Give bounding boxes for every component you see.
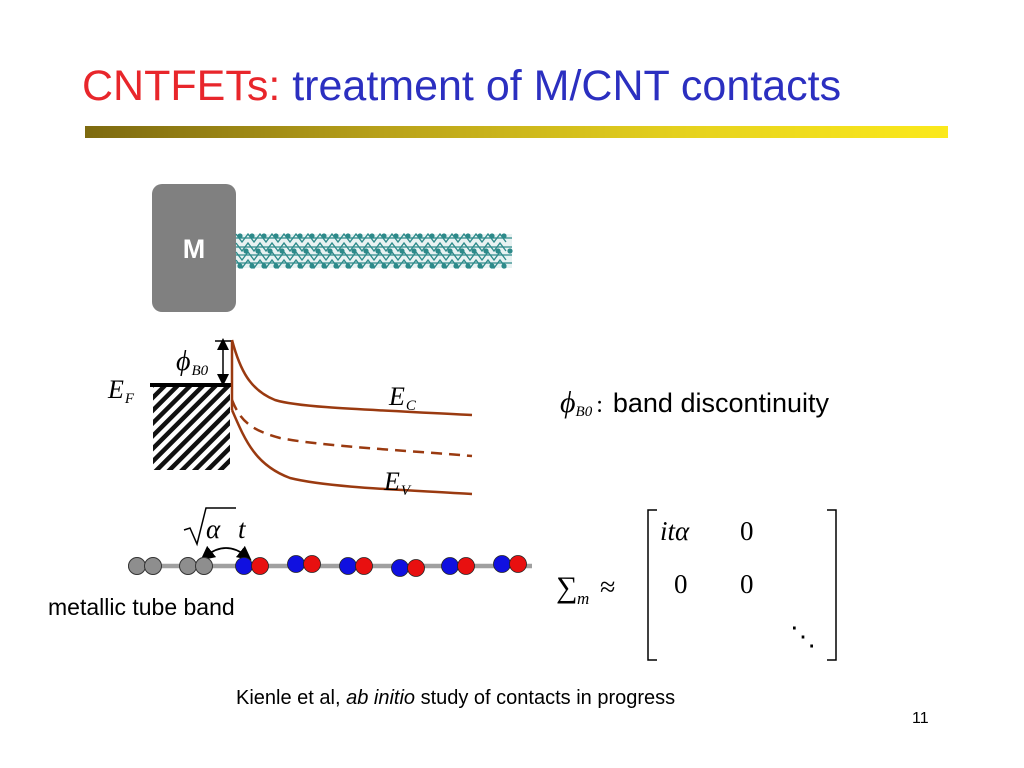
- title-underline-bar: [85, 126, 948, 138]
- matrix-diagonal-dots: ⋱: [790, 622, 816, 652]
- footer-note: Kienle et al, ab initio study of contact…: [236, 687, 675, 710]
- footer-text-italic: ab initio: [346, 687, 416, 709]
- alpha-symbol: α: [206, 514, 221, 544]
- metal-filled-states: [153, 387, 230, 470]
- coupling-arrow: [200, 545, 252, 561]
- matrix-cell-21: 0: [674, 569, 688, 599]
- definition-text: band discontinuity: [612, 388, 830, 418]
- matrix-left-bracket: [647, 509, 657, 661]
- conduction-band-curve: [230, 339, 473, 417]
- valence-band-curve: [230, 409, 473, 496]
- midgap-curve: [230, 399, 473, 458]
- phi-b0-label: ϕB0: [176, 346, 209, 379]
- metallic-tube-band-label: metallic tube band: [48, 594, 235, 620]
- t-symbol: t: [238, 514, 247, 544]
- ev-label: EV: [383, 467, 412, 499]
- metal-label: M: [183, 234, 206, 264]
- ec-label: EC: [388, 382, 417, 414]
- sigma-symbol: ∑: [556, 571, 577, 604]
- footer-text-part2: study of contacts in progress: [415, 687, 676, 709]
- footer-text-part1: Kienle et al,: [236, 687, 347, 709]
- metal-atoms: [128, 557, 213, 575]
- title-part1: CNTFETs:: [82, 62, 281, 110]
- phi-subscript: B0: [575, 404, 593, 421]
- title-part2: treatment of M/CNT contacts: [292, 62, 842, 110]
- slide-number: 11: [912, 710, 929, 727]
- sqrt-sign-icon: [183, 507, 236, 547]
- coupling-strength-label: α t: [183, 507, 247, 547]
- approx-symbol: ≈: [600, 572, 615, 603]
- cnt-atoms: [235, 555, 527, 577]
- sigma-subscript: m: [577, 589, 589, 608]
- metal-contact: [152, 184, 236, 312]
- phi-symbol: ϕ: [560, 386, 576, 419]
- matrix-cell-11: itα: [660, 516, 690, 546]
- slide-title: CNTFETs: treatment of M/CNT contacts: [82, 62, 841, 111]
- matrix-cell-22: 0: [740, 569, 754, 599]
- fermi-label: EF: [107, 375, 135, 407]
- band-discontinuity-definition: ϕB0 : band discontinuity: [560, 386, 829, 421]
- nanotube: [235, 232, 513, 269]
- matrix-right-bracket: [827, 509, 837, 661]
- definition-colon: :: [596, 392, 603, 418]
- self-energy-matrix: ∑ m ≈ itα 0 0 0 ⋱: [556, 509, 837, 661]
- matrix-cell-12: 0: [740, 516, 754, 546]
